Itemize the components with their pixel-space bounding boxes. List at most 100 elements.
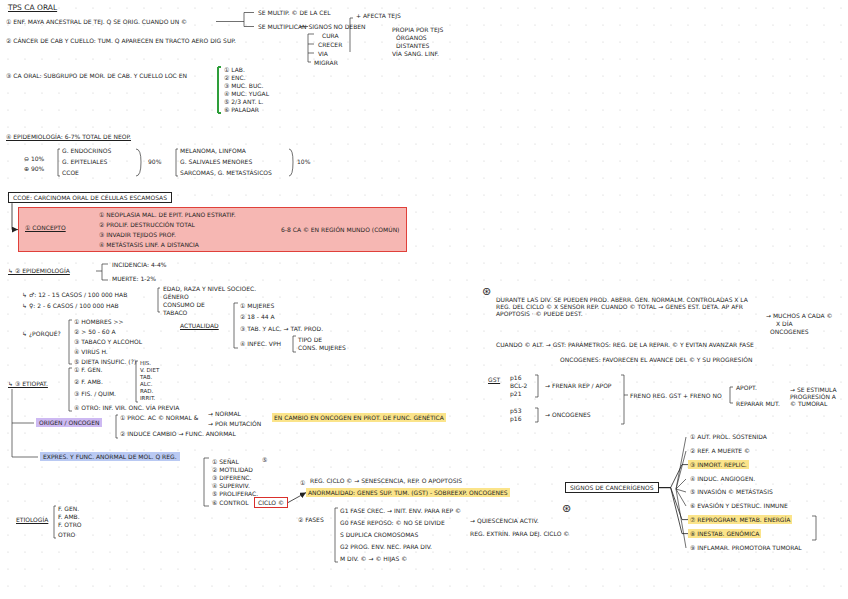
note-text: → SE ESTIMULA PROGRESIÓN A © TUMORAL (790, 386, 842, 408)
note-text: MIGRAR (314, 59, 338, 66)
node-text: EN CAMBIO EN ONCOGEN EN PROT. DE FUNC. G… (274, 414, 444, 421)
note-text: BCL-2 (510, 382, 527, 389)
note-text: + AFECTA TEJS (356, 12, 401, 19)
connector (659, 488, 688, 520)
note-text: ① F. GEN. (74, 366, 102, 373)
note-text: ① SEÑAL (212, 458, 239, 465)
note-text: ③ TAB. Y ALC. → TAT. PROD. (240, 325, 323, 332)
note-text: ③ DIFERENC. (212, 474, 251, 481)
connector (659, 465, 688, 488)
note-text: ④ EPIDEMIOLOGÍA: 6-7% TOTAL DE NEOP. (6, 133, 131, 140)
note-text: ④ INDUC. ANGIOGEN. (690, 475, 755, 482)
node-text: 6-8 CA © EN REGIÓN MUNDO (COMÚN) (281, 226, 399, 233)
note-text: p53 (510, 407, 521, 414)
highlight-band: EXPRES. Y FUNC. ANORMAL DE MOL. Q REG. (40, 452, 180, 461)
note-text: DISTANTES (396, 42, 429, 49)
note-text: CONS. MUJERES (298, 344, 346, 351)
note-text: → POR MUTACIÓN (208, 420, 261, 427)
note-text: ⑤ DIETA INSUFIC. (?) (74, 358, 136, 365)
highlight-band: ANORMALIDAD: GENES SUP. TUM. (GST) - SOB… (306, 488, 510, 497)
note-text: CCOE (62, 169, 79, 176)
note-text: CUANDO © ALT. → GST: PARÁMETROS: REG. DE… (496, 341, 754, 348)
note-text: 90% (148, 158, 161, 165)
note-text: GST (488, 376, 500, 383)
note-text: ② REF. A MUERTE © (690, 447, 750, 454)
note-text: ⊛ (482, 286, 491, 297)
note-text: ② > 50 - 60 A (74, 328, 115, 335)
note-text: ⑥ EVASIÓN Y DESTRUC. INMUNE (690, 502, 788, 509)
note-text: SARCOMAS, G. METASTÁSICOS (180, 169, 272, 176)
node-text: ③ INMORT. REPLIC. (690, 461, 747, 468)
note-text: ⊛ (562, 503, 571, 514)
note-text: ① LAB. (224, 66, 245, 73)
note-text: ⑥ PALADAR (224, 106, 259, 113)
note-text: 10% (297, 158, 310, 165)
note-text: → QUIESCENCIA ACTIV. (470, 517, 539, 524)
connector (659, 488, 688, 534)
note-text: ↳ ♀: 2 - 6 CASOS / 100 000 HAB (22, 302, 119, 309)
page-title: TPS CA ORAL (8, 3, 57, 12)
note-text: REG. EXTRÍN. PARA DEJ. CICLO © (470, 530, 569, 537)
note-text: ↳ ③ ETIOPAT. (8, 380, 48, 387)
note-text: ④ MUC. YUGAL (224, 90, 269, 97)
node-text: ⑦ REPROGRAM. METAB. ENERGÍA (690, 516, 790, 523)
note-text: ③ MUC. BUC. (224, 82, 263, 89)
note-text: F. OTRO (58, 521, 82, 528)
note-text: SE MULTIPLICAN SIGNOS NO DEBEN (258, 23, 366, 30)
note-text: → NORMAL (208, 410, 241, 417)
note-text: TABACO (163, 309, 187, 316)
note-text: X DÍA (776, 320, 793, 327)
note-text: CONSUMO DE (163, 301, 205, 308)
process-box: CICLO © (254, 497, 288, 508)
node-text: SIGNOS DE CANCERÍGENOS (570, 484, 654, 491)
leader-lines (12, 13, 816, 563)
node-text: ⑧ INESTAB. GENÓMICA (690, 530, 759, 537)
note-text: GÉNERO (163, 293, 189, 300)
node-text: ① CONCEPTO (25, 224, 66, 231)
note-text: ⑨ INFLAMAR. PROMOTORA TUMORAL (690, 544, 802, 551)
note-text: G. EPITELIALES (62, 158, 107, 165)
note-text: ACTUALIDAD (180, 322, 219, 329)
note-text: ⑤ 2/3 ANT. L. (224, 98, 263, 105)
note-text: VÍA SANG. LINF. (392, 50, 439, 57)
note-text: p21 (510, 390, 521, 397)
note-text: ② MOTILIDAD (212, 466, 253, 473)
note-text: OTRO (58, 531, 75, 538)
title-box: CCOE: CARCINOMA ORAL DE CÉLULAS ESCAMOSA… (8, 192, 172, 203)
note-text: INCIDENCIA: 4-4% (112, 261, 167, 268)
note-text: ② ENC. (224, 74, 246, 81)
note-text: ③ CA ORAL: SUBGRUPO DE MOR. DE CAB. Y CU… (6, 72, 187, 79)
note-text: ALC. (140, 381, 152, 388)
note-text: ② CÁNCER DE CAB Y CUELLO: TUM. Q APARECE… (6, 37, 236, 44)
node-text: ② PROLIF. DESTRUCCIÓN TOTAL (99, 221, 195, 228)
note-text: G1 FASE CREC. → INIT. ENV. PARA REP © (340, 507, 461, 514)
highlight-band: ⑧ INESTAB. GENÓMICA (688, 529, 761, 538)
note-text: ↳ ¿PORQUÉ? (22, 330, 61, 337)
highlight-band: EN CAMBIO EN ONCOGEN EN PROT. DE FUNC. G… (272, 413, 446, 422)
note-text: FRENO REG. GST + FRENO NO (630, 392, 722, 399)
note-text: ③ TABACO Y ALCOHOL (74, 338, 142, 345)
note-text: ETIOLOGÍA (16, 516, 48, 523)
note-text: ONCOGENES (770, 328, 809, 335)
highlight-band: ③ INMORT. REPLIC. (688, 460, 749, 469)
note-text: RAD. (140, 388, 153, 395)
concept-band: ① CONCEPTO① NEOPLASIA MAL. DE EPIT. PLAN… (18, 207, 407, 252)
note-text: VIA (318, 50, 328, 57)
note-text: ④ VIRUS H. (74, 348, 108, 355)
note-text: ④ OTRO: INF. VIR. ONC. VÍA PREVIA (74, 404, 179, 411)
note-text: M DIV. © → © HIJAS © (340, 555, 407, 562)
note-text: → MUCHOS A CADA © (766, 312, 832, 319)
note-text: CRECER (318, 41, 342, 48)
note-text: G. SALIVALES MENORES (180, 158, 252, 165)
note-text: F. GEN. (58, 505, 79, 512)
note-text: ⊖ 10% (24, 155, 44, 162)
note-text: ONCOGENES: FAVORECEN EL AVANCE DEL © Y S… (560, 356, 752, 363)
note-text: → ONCOGENES (545, 411, 591, 418)
note-text: V. DIET (140, 367, 159, 374)
note-text: p16 (510, 374, 521, 381)
note-text: p16 (510, 415, 521, 422)
note-text: G0 FASE REPOSO: © NO SE DIVIDE (340, 519, 445, 526)
node-text: CCOE: CARCINOMA ORAL DE CÉLULAS ESCAMOSA… (13, 194, 167, 201)
process-box: SIGNOS DE CANCERÍGENOS (565, 482, 659, 493)
